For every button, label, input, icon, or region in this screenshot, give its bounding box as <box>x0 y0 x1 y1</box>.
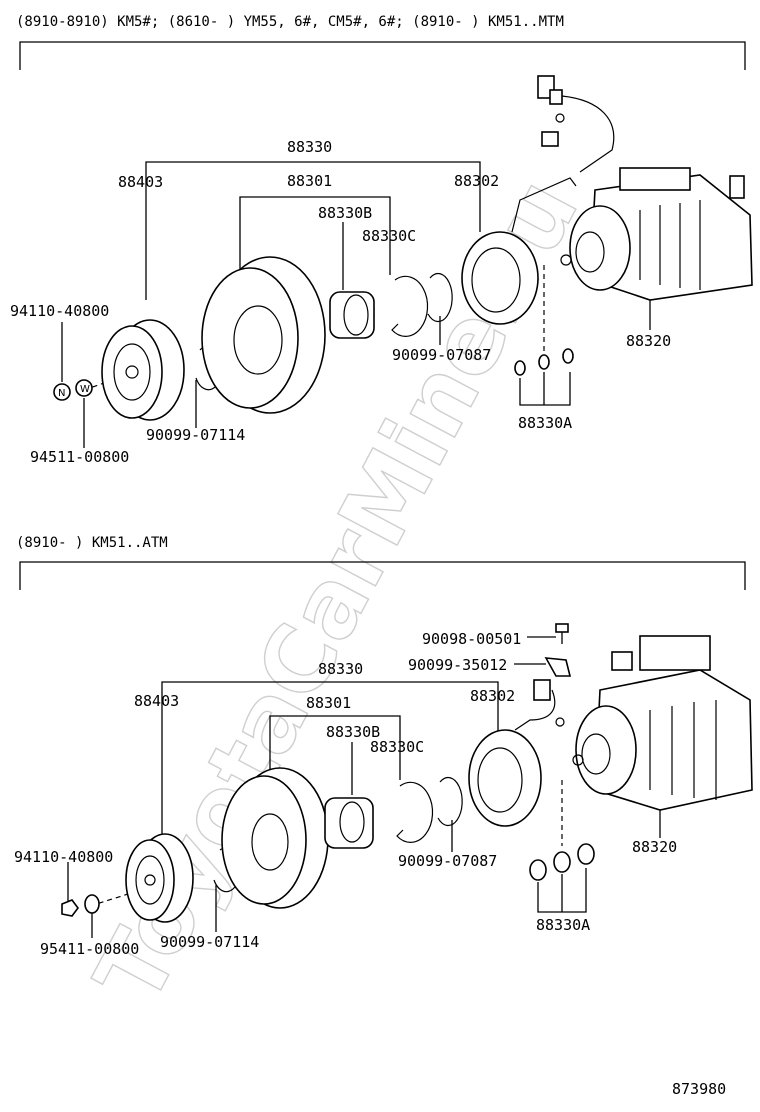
label-snap-inner-2: 90099-07087 <box>398 852 497 870</box>
compressor-88320 <box>560 167 753 301</box>
label-nut: 94110-40800 <box>10 302 109 320</box>
label-compressor-2: 88320 <box>632 838 677 856</box>
washer-mark: W <box>80 384 90 395</box>
coil-88302-2 <box>468 689 556 827</box>
bearing-88330B <box>329 291 375 339</box>
clutch-hub <box>101 319 185 421</box>
section-2-header: (8910- ) KM51..ATM <box>16 535 168 551</box>
label-coil-2: 88302 <box>470 687 515 705</box>
clutch-hub-2 <box>125 833 194 923</box>
label-nut-2: 94110-40800 <box>14 848 113 866</box>
label-snap-hub-2: 90099-07114 <box>160 933 259 951</box>
shims-88330A <box>514 348 574 376</box>
label-ring-c: 88330C <box>362 227 416 245</box>
ring-88330C <box>391 275 429 337</box>
bearing-88330B-2 <box>324 797 374 849</box>
pulley-bracket-2 <box>269 715 401 790</box>
connector <box>537 75 615 173</box>
clamp-90099 <box>544 657 572 677</box>
nut-94110-2 <box>61 899 79 917</box>
diagram-id: 873980 <box>672 1080 726 1098</box>
shims-88330A-2 <box>529 843 595 881</box>
label-assy: 88330 <box>287 138 332 156</box>
section-1-header: (8910-8910) KM5#; (8610- ) YM55, 6#, CM5… <box>16 14 564 30</box>
pulley-bracket <box>239 196 391 280</box>
label-washer-2: 95411-00800 <box>40 940 139 958</box>
label-bearing: 88330B <box>318 204 372 222</box>
nut-94110: N <box>53 383 71 401</box>
label-snap-inner: 90099-07087 <box>392 346 491 364</box>
shims-bracket-2 <box>537 868 587 913</box>
screw-90098 <box>555 623 569 644</box>
label-shims: 88330A <box>518 414 572 432</box>
label-bearing-2: 88330B <box>326 723 380 741</box>
pulley-88301-2 <box>221 767 329 909</box>
label-coil: 88302 <box>454 172 499 190</box>
section-1-bracket <box>19 41 746 70</box>
assy-bracket <box>145 161 481 300</box>
label-pulley: 88301 <box>287 172 332 190</box>
connector-2 <box>533 679 565 727</box>
assy-bracket-2 <box>161 681 499 870</box>
label-compressor: 88320 <box>626 332 671 350</box>
label-clamp: 90099-35012 <box>408 656 507 674</box>
washer-95411 <box>84 894 100 914</box>
snap-ring-inner <box>427 272 453 323</box>
shims-bracket <box>519 372 571 406</box>
section-2: (8910- ) KM51..ATM <box>14 535 753 958</box>
label-assy-2: 88330 <box>318 660 363 678</box>
coil-88302 <box>461 177 577 325</box>
label-shims-2: 88330A <box>536 916 590 934</box>
label-screw: 90098-00501 <box>422 630 521 648</box>
label-hub: 88403 <box>118 173 163 191</box>
section-2-bracket <box>19 561 746 590</box>
label-pulley-2: 88301 <box>306 694 351 712</box>
compressor-88320-2 <box>572 635 753 811</box>
label-hub-2: 88403 <box>134 692 179 710</box>
axis-line-2 <box>89 883 161 907</box>
pulley-88301 <box>201 256 326 414</box>
nut-mark: N <box>58 388 65 399</box>
label-snap-hub: 90099-07114 <box>146 426 245 444</box>
section-1: (8910-8910) KM5#; (8610- ) YM55, 6#, CM5… <box>10 14 753 466</box>
washer-94511: W <box>75 379 93 397</box>
label-washer: 94511-00800 <box>30 448 129 466</box>
label-ring-c-2: 88330C <box>370 738 424 756</box>
ring-88330C-2 <box>396 781 434 843</box>
snap-ring-inner-2 <box>437 776 463 827</box>
